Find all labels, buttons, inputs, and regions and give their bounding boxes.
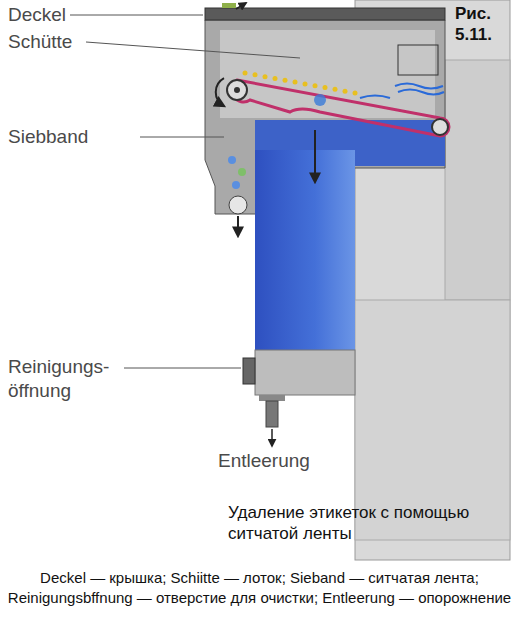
sieve-belt [232,80,449,136]
belt-roller [227,80,247,100]
drain-pipe [266,401,278,427]
outlet-valve [229,196,247,214]
label-dot [313,83,318,88]
water-drop [314,94,326,106]
water-column [255,150,355,350]
rotation-arrow [216,78,224,106]
leader-line [140,137,224,138]
label-dot [333,87,338,92]
belt-roller [432,119,448,135]
housing-box [398,45,438,75]
belt-roller [234,87,240,93]
water-arrow [314,130,316,182]
outlet-arrow [237,216,239,236]
callout-label: Reinigungs- öffnung [8,355,133,403]
translation-note: Deckel — крышка; Schiitte — лоток; Sieba… [4,568,515,608]
label-dot [273,76,278,81]
cleaning-opening [243,358,255,384]
callout-label: Entleerung [218,449,310,473]
water-spray [360,84,444,99]
lid-handle [222,3,236,8]
figure-number: Рис. 5.11. [455,3,510,45]
labels-on-belt [243,71,358,96]
label-dot [323,85,328,90]
leader-line [124,368,241,369]
wall-panel [445,60,510,300]
label-dot [253,72,258,77]
label-dot [303,81,308,86]
label-dot [283,78,288,83]
label-dot [353,91,358,96]
falling-label [228,156,236,164]
figure-caption: Удаление этикеток с помощью ситчатой лен… [228,502,498,544]
callout-label: Deckel [8,3,66,27]
housing-chamber [220,30,435,118]
label-dot [243,71,248,76]
label-dot [343,89,348,94]
lid [205,8,445,20]
falling-label [238,168,246,176]
label-dot [263,74,268,79]
pipe-flange [259,395,285,401]
leader-line [70,15,203,16]
callout-label: Siebband [8,125,88,149]
drain-arrow [271,429,273,446]
leader-line [86,42,300,58]
falling-label [232,181,240,189]
base-block [255,350,355,395]
lid-arrow [236,3,246,9]
callout-label: Schütte [8,30,72,54]
label-dot [293,80,298,85]
